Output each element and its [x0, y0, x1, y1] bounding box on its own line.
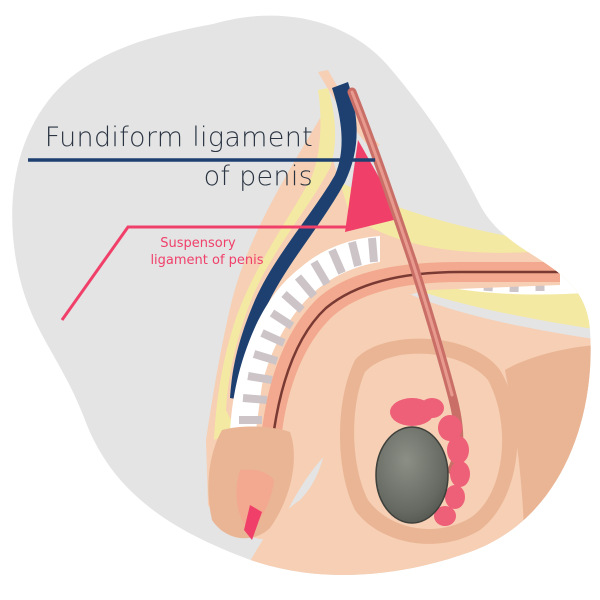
suspensory-ligament	[345, 140, 402, 232]
fundiform-label-line2: of penis	[204, 161, 313, 192]
urethral-opening	[244, 505, 262, 540]
glans-inner	[236, 469, 274, 530]
suspensory-leader-line	[60, 225, 355, 321]
anatomy-illustration	[206, 70, 591, 576]
corpus-cavernosum	[230, 236, 380, 432]
testis	[375, 426, 449, 524]
suspensory-label-line2: ligament of penis	[150, 253, 263, 268]
corpus-stripes	[239, 237, 378, 424]
corpus-spongiosum	[262, 262, 560, 432]
penis-fat-lining	[214, 88, 336, 440]
epididymis	[390, 398, 470, 526]
vas-deferens-highlight	[350, 90, 454, 397]
fundiform-label-line1: Fundiform ligament	[45, 122, 313, 153]
fundiform-ligament	[230, 82, 357, 400]
suspensory-label-line1: Suspensory	[160, 236, 236, 251]
